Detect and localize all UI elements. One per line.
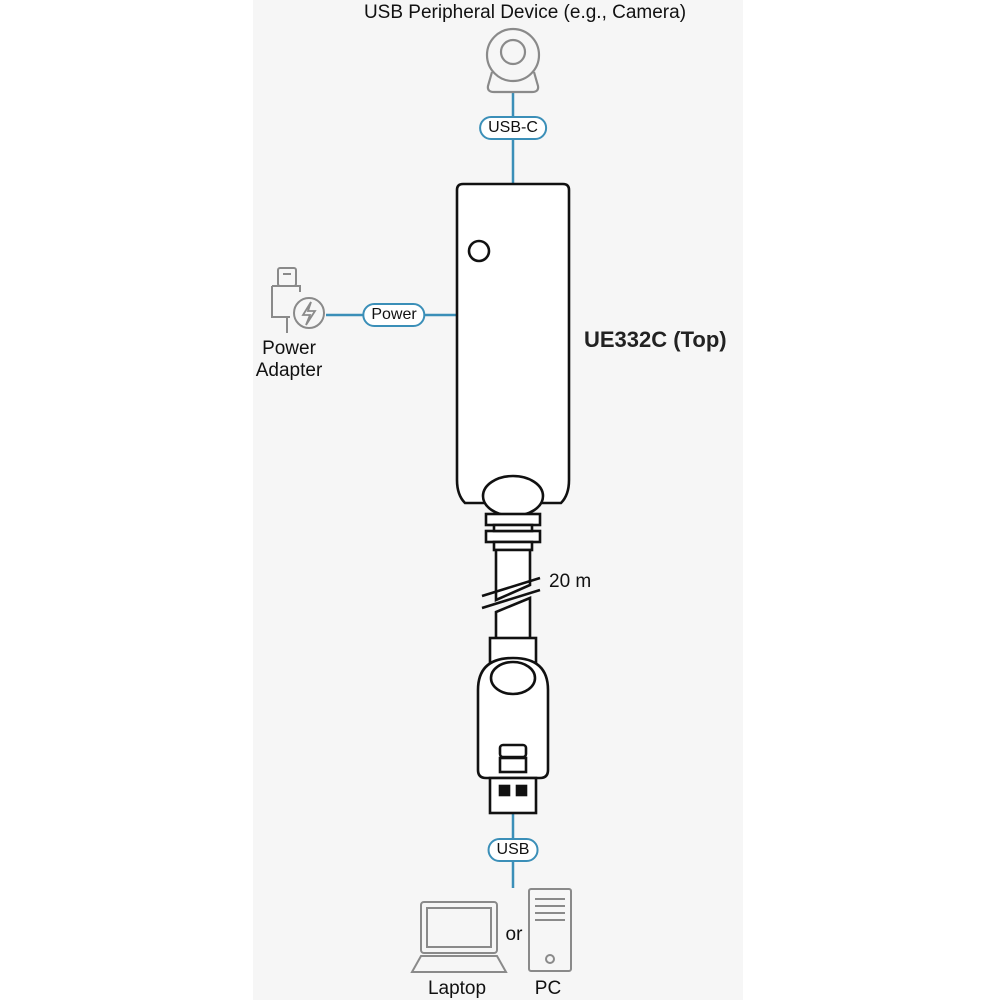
- strain-relief: [484, 512, 542, 552]
- lightning-circle: [293, 297, 325, 329]
- cable-boot: [481, 474, 545, 518]
- laptop-label: Laptop: [427, 978, 487, 999]
- power-adapter-label-line2: Adapter: [255, 360, 323, 381]
- usb-c-connector-label: USB-C: [479, 116, 547, 140]
- extender-body: [455, 182, 571, 518]
- power-adapter-label-line1: Power: [262, 338, 316, 359]
- usb-connector-label: USB: [487, 838, 539, 862]
- peripheral-label: USB Peripheral Device (e.g., Camera): [363, 2, 687, 23]
- device-title: UE332C (Top): [584, 327, 727, 352]
- lightning-icon: [301, 301, 317, 326]
- led-indicator: [467, 239, 491, 263]
- or-label: or: [505, 924, 523, 945]
- power-connector-label: Power: [362, 303, 426, 327]
- pc-label: PC: [534, 978, 562, 999]
- laptop-icon: [410, 901, 508, 973]
- pc-tower-icon: [528, 888, 572, 972]
- cable-length-label: 20 m: [549, 571, 592, 592]
- usb-a-plug-icon: [476, 656, 550, 815]
- power-adapter-icon: [271, 267, 325, 333]
- cable: [481, 548, 541, 670]
- webcam-icon: [485, 27, 541, 94]
